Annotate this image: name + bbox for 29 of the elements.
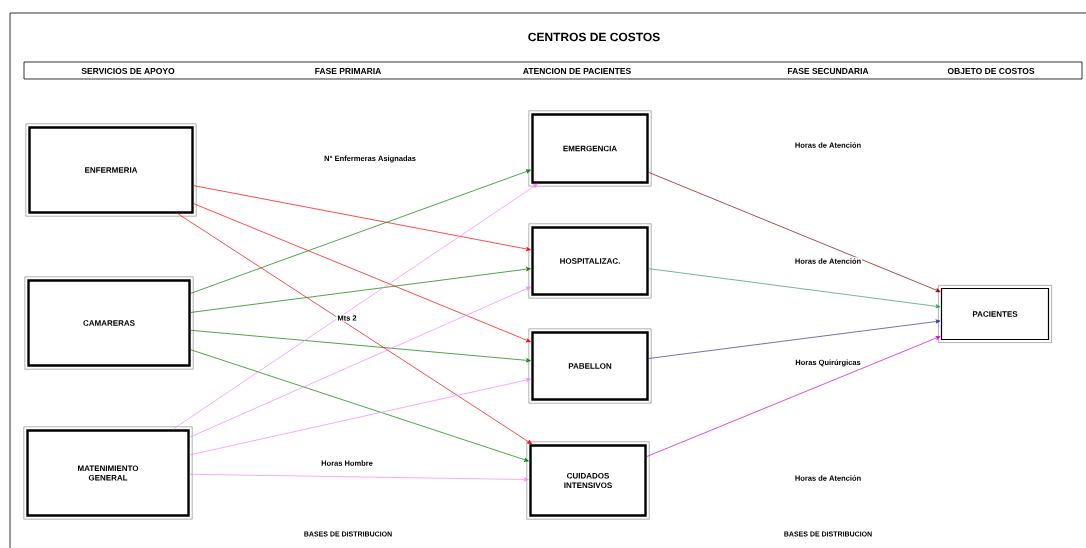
column-header: FASE SECUNDARIA — [786, 67, 870, 75]
column-header: SERVICIOS DE APOYO — [80, 67, 176, 75]
arrow — [189, 286, 531, 438]
process-box: CUIDADOS INTENSIVOS — [526, 441, 650, 520]
arrow — [648, 268, 941, 309]
process-box: ENFERMERIA — [25, 123, 197, 217]
arrow — [646, 336, 941, 457]
arrow — [193, 203, 531, 343]
arrow — [189, 378, 531, 456]
process-box: HOSPITALIZAC. — [528, 223, 652, 299]
arrow — [190, 267, 531, 313]
arrow — [648, 172, 941, 293]
arrow — [193, 185, 531, 251]
arrow — [190, 349, 529, 462]
column-header: FASE PRIMARIA — [313, 67, 383, 75]
column-header: OBJETO DE COSTOS — [946, 67, 1036, 75]
arrow — [190, 329, 531, 363]
process-box: PACIENTES — [938, 285, 1052, 343]
title: CENTROS DE COSTOS — [528, 32, 660, 42]
column-header: ATENCION DE PACIENTES — [521, 67, 633, 75]
arrow — [177, 213, 532, 445]
process-box: PABELLON — [528, 328, 652, 404]
arrow — [189, 473, 529, 482]
arrow — [190, 169, 531, 294]
arrow — [172, 183, 538, 430]
process-box: CAMARERAS — [24, 276, 194, 370]
process-box: EMERGENCIA — [528, 110, 652, 187]
process-box: MATENIMIENTO GENERAL — [23, 426, 193, 520]
arrow — [648, 319, 941, 359]
